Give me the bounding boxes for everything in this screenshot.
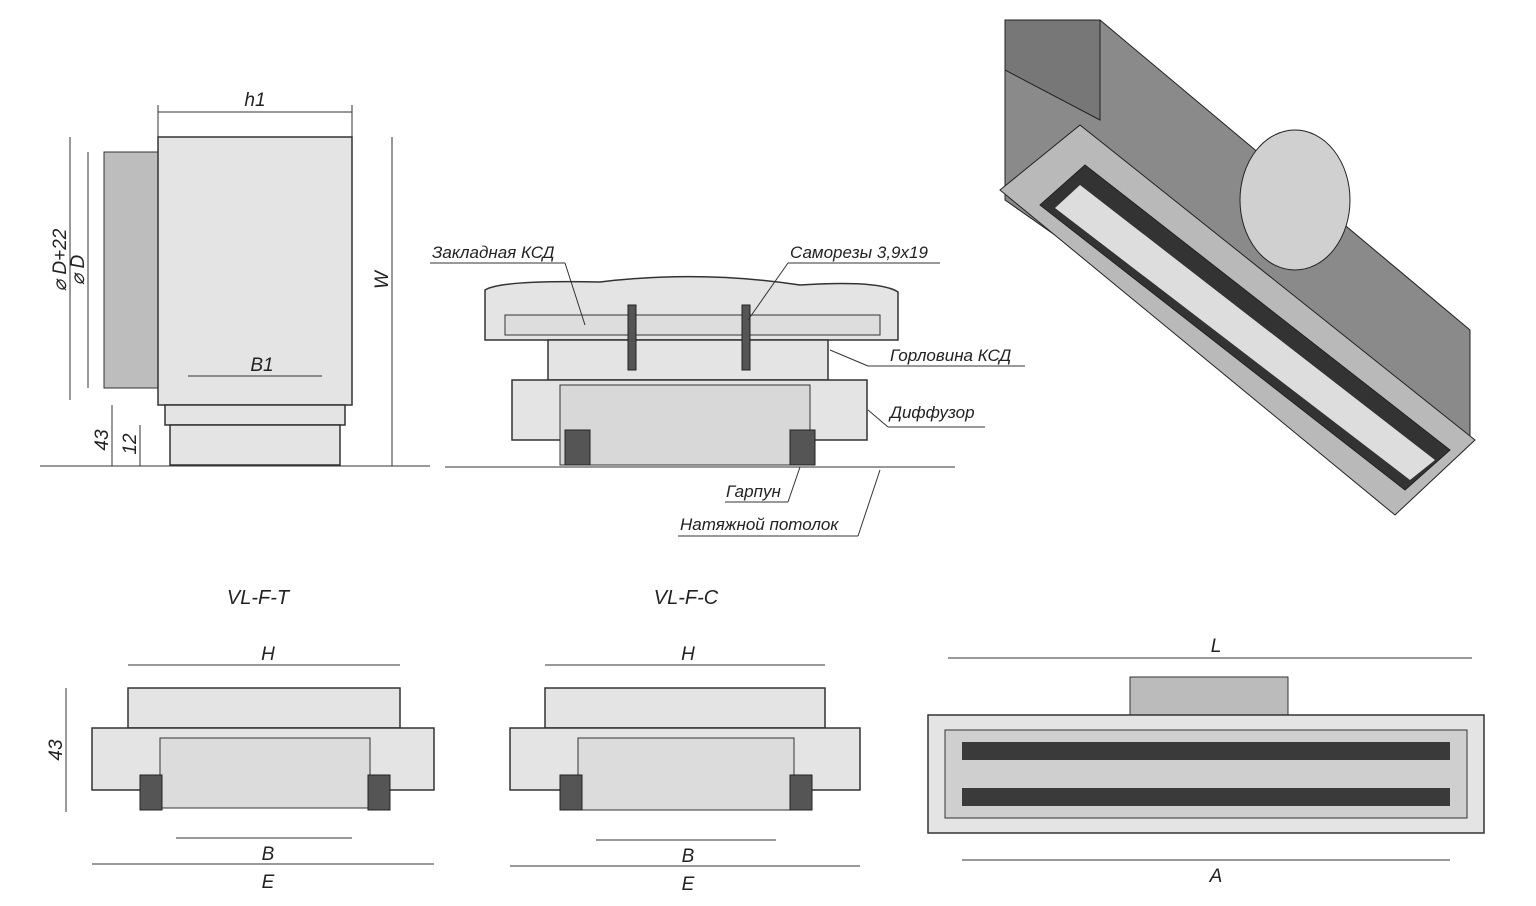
round-collar bbox=[1239, 129, 1351, 271]
callout-harpoon: Гарпун bbox=[726, 482, 781, 501]
vl-f-t-view: VL-F-T H 43 B E bbox=[46, 587, 435, 893]
dim-d: ⌀ D bbox=[68, 255, 89, 286]
screw bbox=[741, 304, 751, 371]
dim-w: W bbox=[372, 269, 393, 289]
title-vl-f-c: VL-F-C bbox=[654, 587, 719, 609]
callout-diffuser: Диффузор bbox=[888, 403, 975, 422]
neck-ksd bbox=[547, 339, 829, 381]
dim-h: H bbox=[681, 644, 695, 665]
dim-h1: h1 bbox=[244, 90, 265, 111]
round-collar bbox=[1129, 676, 1289, 716]
isometric-view bbox=[999, 19, 1476, 516]
callout-screws: Саморезы 3,9x19 bbox=[790, 243, 928, 262]
dim-b: B bbox=[682, 846, 695, 867]
dim-h: H bbox=[261, 644, 275, 665]
dim-43: 43 bbox=[46, 739, 67, 761]
vl-f-c-view: VL-F-C H B E bbox=[509, 587, 861, 895]
title-vl-f-t: VL-F-T bbox=[227, 587, 291, 609]
harpoon bbox=[789, 429, 816, 466]
front-view: L A bbox=[927, 636, 1485, 887]
callout-neck: Горловина КСД bbox=[890, 346, 1011, 365]
callout-embed: Закладная КСД bbox=[432, 243, 555, 262]
callout-ceiling: Натяжной потолок bbox=[680, 515, 839, 534]
plenum-box bbox=[157, 136, 353, 406]
dim-43: 43 bbox=[92, 429, 113, 451]
dim-e: E bbox=[682, 874, 695, 895]
section-view: Закладная КСД Саморезы 3,9x19 Горловина … bbox=[430, 243, 1025, 537]
dim-d22: ⌀ D+22 bbox=[50, 228, 71, 291]
dim-12: 12 bbox=[120, 433, 141, 455]
harpoon bbox=[564, 429, 591, 466]
diffuser-profile bbox=[169, 424, 341, 466]
dim-e: E bbox=[262, 872, 275, 893]
side-view: h1 ⌀ D+22 ⌀ D W B1 43 12 bbox=[40, 90, 430, 467]
dim-b: B bbox=[262, 844, 275, 865]
dim-a: A bbox=[1209, 866, 1223, 887]
screw bbox=[627, 304, 637, 371]
dim-l: L bbox=[1211, 636, 1222, 657]
dim-b1: B1 bbox=[250, 355, 273, 376]
duct-collar bbox=[103, 151, 161, 389]
